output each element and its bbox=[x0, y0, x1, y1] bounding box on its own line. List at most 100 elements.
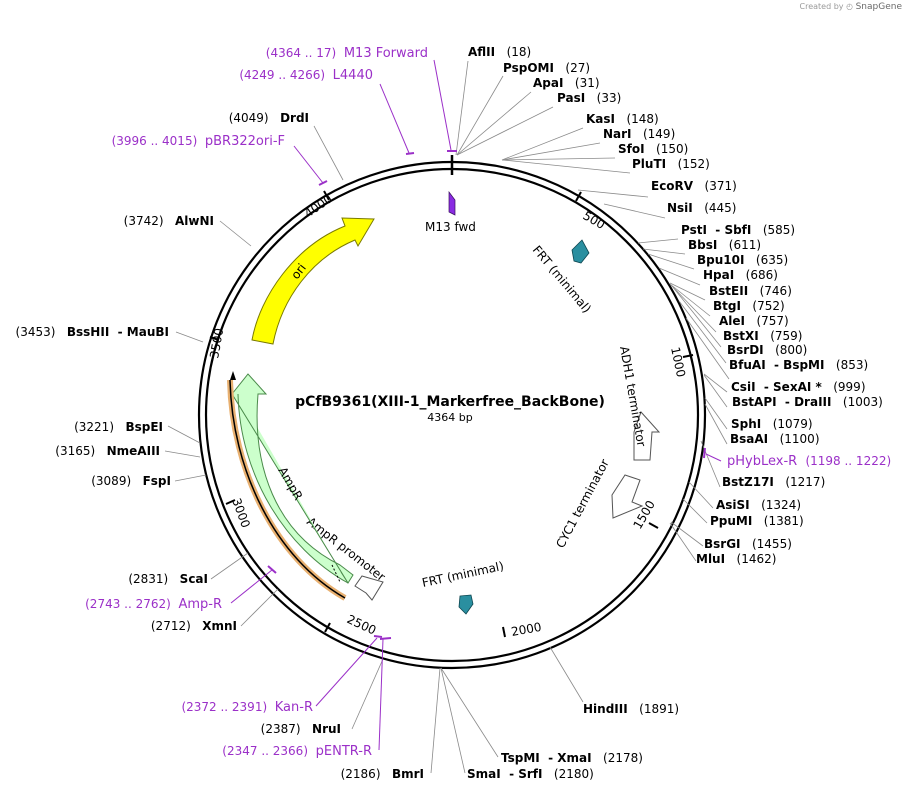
site-label-31[interactable]: SmaI - SrfI (2180) bbox=[467, 767, 594, 781]
site-label-29[interactable]: HindIII (1891) bbox=[583, 702, 679, 716]
site-position-24: (1217) bbox=[785, 475, 825, 489]
tick-label-2500: 2500 bbox=[345, 612, 379, 638]
credit-brand: SnapGene bbox=[855, 2, 902, 12]
leader-nsii bbox=[603, 203, 666, 219]
site-label-0[interactable]: AflII (18) bbox=[468, 45, 531, 59]
leader-nrui bbox=[351, 658, 384, 730]
primer-label-3[interactable]: pHybLex-R (1198 .. 1222) bbox=[727, 454, 891, 469]
site-label-41[interactable]: (4049) DrdI bbox=[229, 111, 309, 125]
site-position-16: (757) bbox=[756, 314, 788, 328]
site-label-17[interactable]: BstXI (759) bbox=[723, 329, 802, 343]
site-name-0: AflII bbox=[468, 45, 495, 59]
leader-bfuai bbox=[685, 317, 730, 380]
site-name-13: HpaI bbox=[703, 268, 734, 282]
plasmid-title: pCfB9361(XIII-1_Markerfree_BackBone) bbox=[295, 394, 605, 410]
cyc1-terminator-feature[interactable] bbox=[611, 474, 644, 519]
site-label-3[interactable]: PasI (33) bbox=[557, 91, 621, 105]
leader-bsaai bbox=[704, 403, 728, 445]
site-position-15: (752) bbox=[752, 299, 784, 313]
site-name-7: PluTI bbox=[632, 157, 666, 171]
ampr-feature[interactable] bbox=[231, 373, 354, 584]
site-label-38[interactable]: (3221) BspEI bbox=[74, 420, 163, 434]
primer-marker-pentr-r[interactable] bbox=[379, 637, 392, 640]
site-label-11[interactable]: BbsI (611) bbox=[688, 238, 761, 252]
site-position-9: (445) bbox=[704, 201, 736, 215]
plasmid-length: 4364 bp bbox=[427, 411, 472, 424]
site-label-25[interactable]: AsiSI (1324) bbox=[716, 498, 801, 512]
frt-minimal-bottom-feature[interactable] bbox=[458, 594, 474, 615]
site-label-27[interactable]: BsrGI (1455) bbox=[704, 537, 792, 551]
site-label-36[interactable]: (3089) FspI bbox=[91, 474, 171, 488]
site-label-19[interactable]: BfuAI - BspMI (853) bbox=[729, 358, 868, 372]
site-label-1[interactable]: PspOMI (27) bbox=[503, 61, 590, 75]
site-label-22[interactable]: SphI (1079) bbox=[731, 417, 813, 431]
site-label-5[interactable]: NarI (149) bbox=[603, 127, 675, 141]
site-label-32[interactable]: (2186) BmrI bbox=[341, 767, 424, 781]
site-label-7[interactable]: PluTI (152) bbox=[632, 157, 710, 171]
site-label-21[interactable]: BstAPI - DraIII (1003) bbox=[732, 395, 883, 409]
site-position-14: (746) bbox=[760, 284, 792, 298]
site-position-4: (148) bbox=[626, 112, 658, 126]
primer-range-4: (2743 .. 2762) bbox=[85, 597, 178, 611]
site-name-3: PasI bbox=[557, 91, 585, 105]
tick-label-3500: 3500 bbox=[207, 327, 226, 360]
site-position-32: (2186) bbox=[341, 767, 381, 781]
ori-feature[interactable] bbox=[251, 217, 375, 345]
leader-bpu10i bbox=[647, 253, 695, 270]
leader-pasi bbox=[456, 106, 554, 156]
site-label-34[interactable]: (2712) XmnI bbox=[151, 619, 237, 633]
frt-minimal-top-feature[interactable] bbox=[571, 239, 590, 264]
primer-marker-kan-r[interactable] bbox=[373, 635, 383, 638]
ampr-promoter-feature[interactable] bbox=[354, 575, 384, 601]
primer-label-5[interactable]: (2372 .. 2391) Kan-R bbox=[181, 700, 313, 715]
primer-label-1[interactable]: (4249 .. 4266) L4440 bbox=[239, 68, 373, 83]
site-name-11: BbsI bbox=[688, 238, 717, 252]
primer-range-2: (3996 .. 4015) bbox=[112, 134, 205, 148]
primer-label-0[interactable]: (4364 .. 17) M13 Forward bbox=[266, 46, 428, 61]
site-label-40[interactable]: (3742) AlwNI bbox=[124, 214, 214, 228]
credit-prefix: Created by bbox=[799, 2, 844, 11]
primer-labels: (4364 .. 17) M13 Forward (4249 .. 4266) L… bbox=[85, 46, 891, 759]
adh1-terminator-feature[interactable] bbox=[633, 411, 661, 461]
site-label-18[interactable]: BsrDI (800) bbox=[727, 343, 807, 357]
site-label-35[interactable]: (2831) ScaI bbox=[128, 572, 208, 586]
site-label-16[interactable]: AleI (757) bbox=[719, 314, 789, 328]
site-label-15[interactable]: BtgI (752) bbox=[713, 299, 785, 313]
primer-label-4[interactable]: (2743 .. 2762) Amp-R bbox=[85, 597, 222, 612]
site-label-9[interactable]: NsiI (445) bbox=[667, 201, 737, 215]
site-label-4[interactable]: KasI (148) bbox=[586, 112, 659, 126]
m13-fwd-feature[interactable] bbox=[448, 190, 456, 216]
tick-label-2000: 2000 bbox=[510, 620, 543, 639]
primer-label-2[interactable]: (3996 .. 4015) pBR322ori-F bbox=[112, 134, 285, 149]
site-label-33[interactable]: (2387) NruI bbox=[261, 722, 341, 736]
site-label-26[interactable]: PpuMI (1381) bbox=[710, 514, 804, 528]
primer-label-6[interactable]: (2347 .. 2366) pENTR-R bbox=[222, 744, 372, 759]
site-label-39[interactable]: (3453) BssHII - MauBI bbox=[16, 325, 169, 339]
site-label-10[interactable]: PstI - SbfI (585) bbox=[681, 223, 795, 237]
primer-marker-amp-r[interactable] bbox=[267, 565, 277, 574]
site-label-24[interactable]: BstZ17I (1217) bbox=[722, 475, 825, 489]
site-name-27: BsrGI bbox=[704, 537, 741, 551]
site-position-22: (1079) bbox=[773, 417, 813, 431]
primer-marker-l4440[interactable] bbox=[405, 152, 415, 155]
site-label-8[interactable]: EcoRV (371) bbox=[651, 179, 737, 193]
site-label-13[interactable]: HpaI (686) bbox=[703, 268, 778, 282]
leader-pspomi bbox=[456, 75, 504, 156]
site-label-6[interactable]: SfoI (150) bbox=[618, 142, 688, 156]
leader-hpai bbox=[658, 267, 701, 286]
site-label-2[interactable]: ApaI (31) bbox=[533, 76, 600, 90]
site-label-37[interactable]: (3165) NmeAIII bbox=[55, 444, 160, 458]
leader-ecorv bbox=[577, 189, 649, 198]
site-label-20[interactable]: CsiI - SexAI * (999) bbox=[731, 380, 866, 394]
site-position-30: (2178) bbox=[603, 751, 643, 765]
site-label-12[interactable]: Bpu10I (635) bbox=[697, 253, 788, 267]
site-label-28[interactable]: MluI (1462) bbox=[696, 552, 776, 566]
primer-marker-pbr322ori-f[interactable] bbox=[318, 180, 328, 186]
primer-marker-phyblex-r[interactable] bbox=[703, 447, 706, 459]
site-label-23[interactable]: BsaAI (1100) bbox=[730, 432, 820, 446]
leader-psti bbox=[637, 238, 679, 244]
site-label-30[interactable]: TspMI - XmaI (2178) bbox=[501, 751, 643, 765]
site-name-14: BstEII bbox=[709, 284, 748, 298]
site-label-14[interactable]: BstEII (746) bbox=[709, 284, 792, 298]
